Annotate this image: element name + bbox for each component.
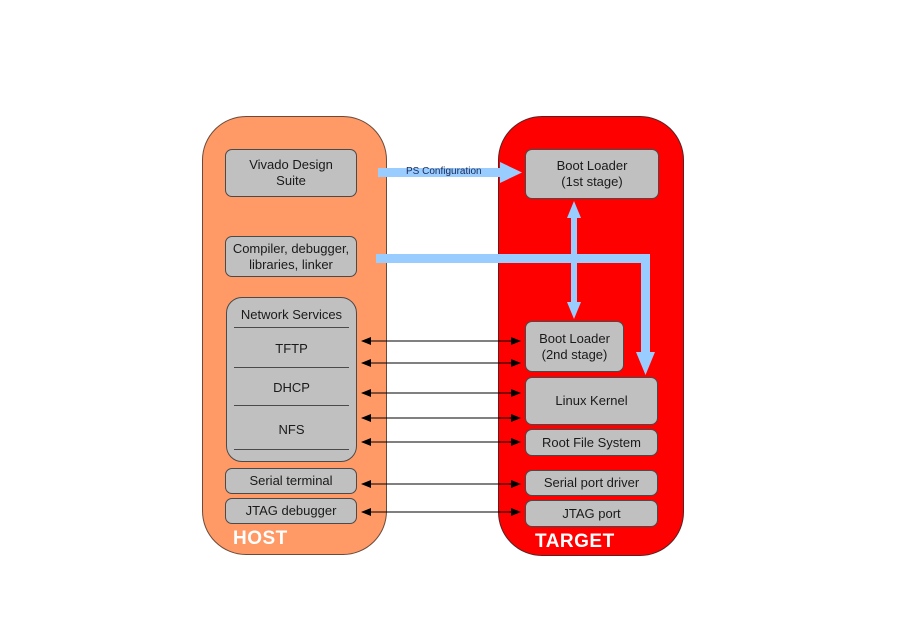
boot-loader-2nd-stage-box: Boot Loader (2nd stage) <box>525 321 624 372</box>
root-file-system-box: Root File System <box>525 429 658 456</box>
boot-loader-1st-stage-box: Boot Loader (1st stage) <box>525 149 659 199</box>
target-label: TARGET <box>535 531 615 552</box>
toolchain-to-kernel-arrow <box>376 254 655 375</box>
boot-loader-stage-link-arrow <box>567 201 581 319</box>
service-nfs: NFS <box>278 422 305 437</box>
toolchain-box: Compiler, debugger, libraries, linker <box>225 236 357 277</box>
vivado-design-suite-box: Vivado Design Suite <box>225 149 357 197</box>
service-dhcp: DHCP <box>273 380 310 395</box>
host-target-links <box>361 337 521 516</box>
jtag-port-box: JTAG port <box>525 500 658 527</box>
separator <box>234 405 349 406</box>
service-tftp: TFTP <box>275 341 308 356</box>
separator <box>234 327 349 328</box>
ps-configuration-label: PS Configuration <box>406 166 482 177</box>
separator <box>234 367 349 368</box>
host-label: HOST <box>233 528 288 549</box>
jtag-debugger-box: JTAG debugger <box>225 498 357 524</box>
network-services-box: Network Services TFTP DHCP NFS <box>226 297 357 462</box>
serial-terminal-box: Serial terminal <box>225 468 357 494</box>
linux-kernel-box: Linux Kernel <box>525 377 658 425</box>
network-services-title: Network Services <box>240 307 343 322</box>
serial-port-driver-box: Serial port driver <box>525 470 658 496</box>
ps-configuration-arrow <box>378 162 522 183</box>
separator <box>234 449 349 450</box>
